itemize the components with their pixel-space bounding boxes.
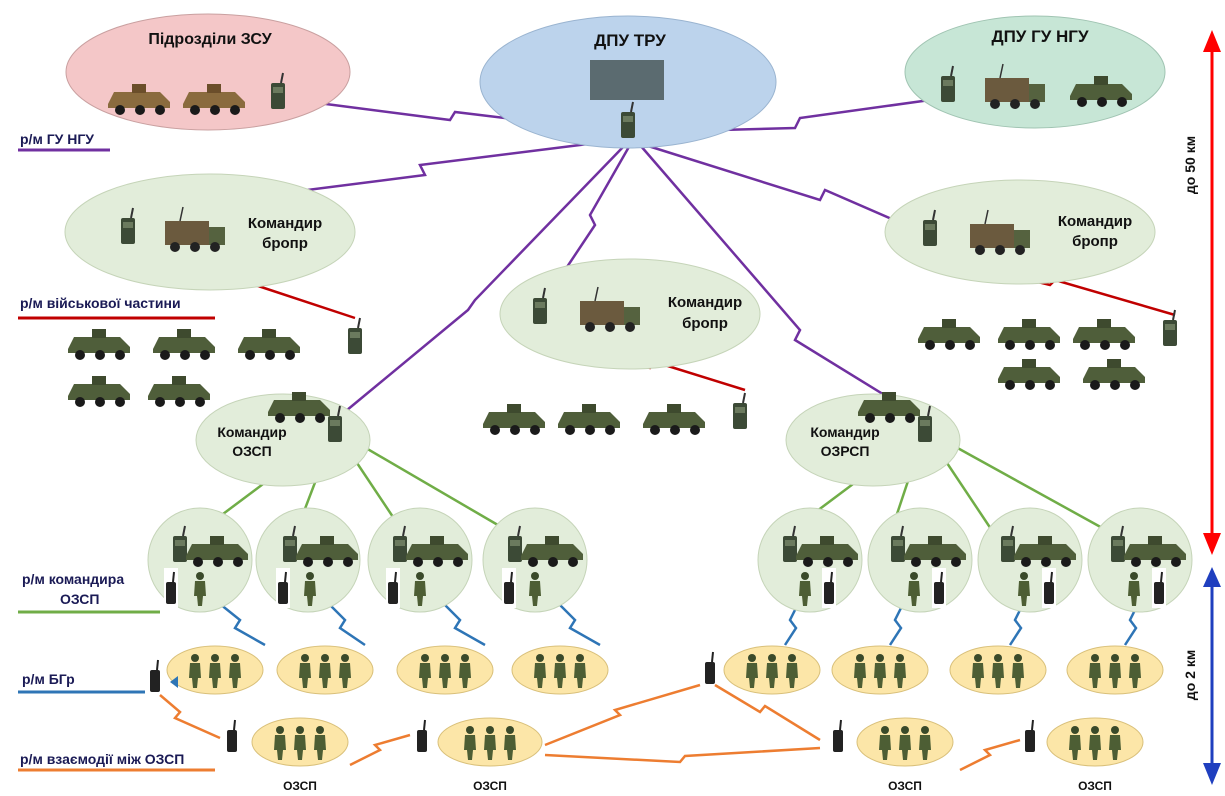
squad-cmd-3	[367, 507, 473, 613]
cmd-center-node	[499, 258, 761, 370]
legend-gu-ngu: р/м ГУ НГУ	[20, 131, 94, 147]
zsu-label: Підрозділи ЗСУ	[148, 31, 272, 48]
ozsp-cmd-title: Командир	[217, 424, 286, 440]
bottom-label-2: ОЗСП	[473, 779, 507, 793]
legend-bgr: р/м БГр	[22, 671, 75, 687]
left-vehicle-group	[68, 317, 363, 407]
handheld-radios	[149, 651, 1036, 753]
range-arrow-far	[1203, 30, 1221, 555]
cmd-left-title: Командир	[248, 215, 322, 232]
squad-cmd-4	[482, 507, 588, 613]
legend-interaction: р/м взаємодії між ОЗСП	[20, 751, 184, 767]
ozrsp-cmd-title: Командир	[810, 424, 879, 440]
bottom-label-4: ОЗСП	[1078, 779, 1112, 793]
ozsp-cmd-node	[195, 392, 371, 487]
range-far-label: до 50 км	[1182, 136, 1198, 194]
cmd-right-title: Командир	[1058, 213, 1132, 230]
squad-cmd-1	[147, 507, 253, 613]
purple-links	[149, 98, 941, 422]
dpu-gu-ngu-label: ДПУ ГУ НГУ	[991, 27, 1088, 46]
center-vehicle-group	[483, 392, 748, 435]
bottom-ozsp-groups	[251, 717, 1144, 767]
squad-cmd-8	[1087, 507, 1193, 613]
cmd-right-sub: бропр	[1072, 233, 1118, 250]
squad-cmd-5	[757, 507, 863, 613]
ozsp-cmd-sub: ОЗСП	[232, 443, 271, 459]
bottom-label-1: ОЗСП	[283, 779, 317, 793]
legend-military-unit: р/м військової частини	[20, 295, 181, 311]
cmd-center-title: Командир	[668, 294, 742, 311]
dpu-tru-label: ДПУ ТРУ	[594, 31, 666, 50]
legend-cmd-ozsp-2: ОЗСП	[60, 591, 99, 607]
bottom-label-3: ОЗСП	[888, 779, 922, 793]
cmd-left-node	[64, 173, 356, 291]
squad-cmd-6	[867, 507, 973, 613]
dpu-gu-ngu-node	[904, 15, 1166, 129]
range-arrow-near	[1203, 567, 1221, 785]
cmd-center-sub: бропр	[682, 315, 728, 332]
zsu-node	[65, 13, 351, 131]
ozrsp-cmd-node	[785, 392, 961, 487]
dpu-tru-node	[479, 15, 777, 149]
bgr-groups	[166, 645, 1164, 695]
right-vehicle-group	[918, 309, 1178, 390]
squad-cmd-2	[255, 507, 361, 613]
cmd-left-sub: бропр	[262, 235, 308, 252]
blue-links	[18, 599, 1142, 694]
legend-cmd-ozsp-1: р/м командира	[22, 571, 124, 587]
ozrsp-cmd-sub: ОЗРСП	[821, 443, 870, 459]
cmd-right-node	[884, 179, 1156, 285]
range-near-label: до 2 км	[1182, 650, 1198, 700]
orange-links	[18, 683, 1021, 772]
squad-cmd-7	[977, 507, 1083, 613]
